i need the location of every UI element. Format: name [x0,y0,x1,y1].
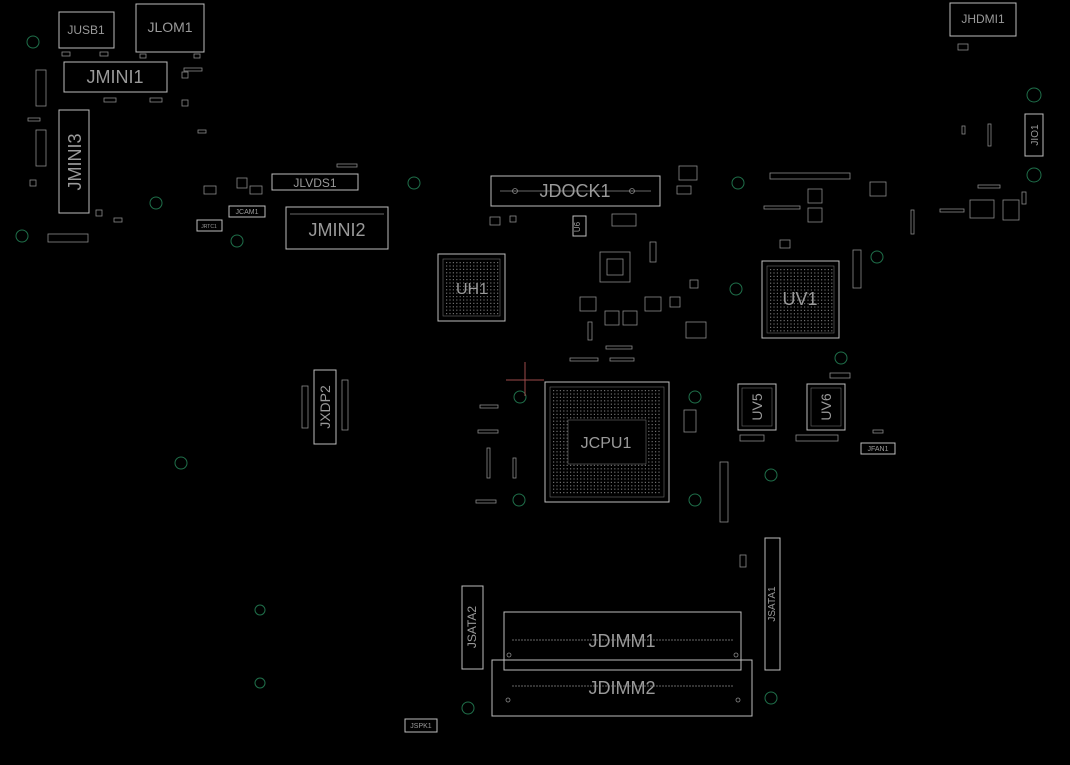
mounting-holes [15,35,1042,715]
right-edge-parts [910,123,1027,235]
jlom1-label: JLOM1 [147,19,192,35]
connector-jusb1[interactable]: JUSB1 [58,11,115,57]
uv5-label: UV5 [749,393,765,420]
chip-uv6[interactable]: UV6 [795,372,851,442]
uh1-label: UH1 [456,281,488,298]
jusb1-label: JUSB1 [67,23,105,37]
connector-jlvds1[interactable]: JLVDS1 [271,163,359,191]
dock-area-parts [489,165,698,227]
connector-jfan1[interactable]: JFAN1 [860,429,896,455]
jcam1-label: JCAM1 [236,209,259,216]
uv1-area-parts [763,172,887,289]
jdock1-label: JDOCK1 [539,181,610,201]
u6-label: U6 [573,221,582,232]
chip-uv1[interactable]: UV1 [761,260,840,339]
jcpu1-label: JCPU1 [581,435,632,452]
connector-jhdmi1[interactable]: JHDMI1 [949,2,1017,51]
connector-jsata2[interactable]: JSATA2 [461,585,484,670]
center-ic-cluster [569,241,707,362]
connector-jsata1[interactable]: JSATA1 [739,537,781,671]
socket-jcpu1[interactable]: JCPU1 [544,381,670,503]
jxdp2-label: JXDP2 [317,385,333,429]
chip-uh1[interactable]: UH1 [437,253,506,322]
connector-jspk1[interactable]: JSPK1 [404,718,438,733]
jhdmi1-label: JHDMI1 [961,12,1005,26]
crosshair-cursor-icon [506,362,544,396]
misc-left-parts [203,177,263,195]
chip-uv5[interactable]: UV5 [737,383,777,442]
connector-jlom1[interactable]: JLOM1 [135,3,205,59]
jmini3-label: JMINI3 [65,133,85,190]
jio1-label: JIO1 [1030,124,1041,146]
connector-jxdp2[interactable]: JXDP2 [301,369,349,445]
jrtc1-label: JRTC1 [201,224,217,230]
jsata2-label: JSATA2 [465,606,479,649]
connector-jio1[interactable]: JIO1 [1024,113,1044,157]
uv1-label: UV1 [782,289,817,309]
connector-jcam1[interactable]: JCAM1 [228,205,266,218]
jspk1-label: JSPK1 [410,723,432,730]
jfan1-label: JFAN1 [867,446,888,453]
jdimm1-label: JDIMM1 [589,631,656,651]
left-edge-components [27,67,207,243]
connector-jdock1[interactable]: JDOCK1 [490,175,661,207]
jlvds1-label: JLVDS1 [293,176,336,190]
chip-u6[interactable]: U6 [572,215,587,237]
cpu-area-parts [475,404,729,523]
uv6-label: UV6 [818,393,834,420]
jmini1-label: JMINI1 [86,67,143,87]
jdimm2-label: JDIMM2 [589,678,656,698]
connector-jrtc1[interactable]: JRTC1 [196,219,223,232]
connector-jmini3[interactable]: JMINI3 [58,109,90,214]
connector-jmini2[interactable]: JMINI2 [285,206,389,250]
connector-jdimm1[interactable]: JDIMM1 [503,611,742,671]
connector-jmini1[interactable]: JMINI1 [63,61,168,103]
jmini2-label: JMINI2 [308,220,365,240]
connector-jdimm2[interactable]: JDIMM2 [491,659,753,717]
jsata1-label: JSATA1 [767,586,778,622]
